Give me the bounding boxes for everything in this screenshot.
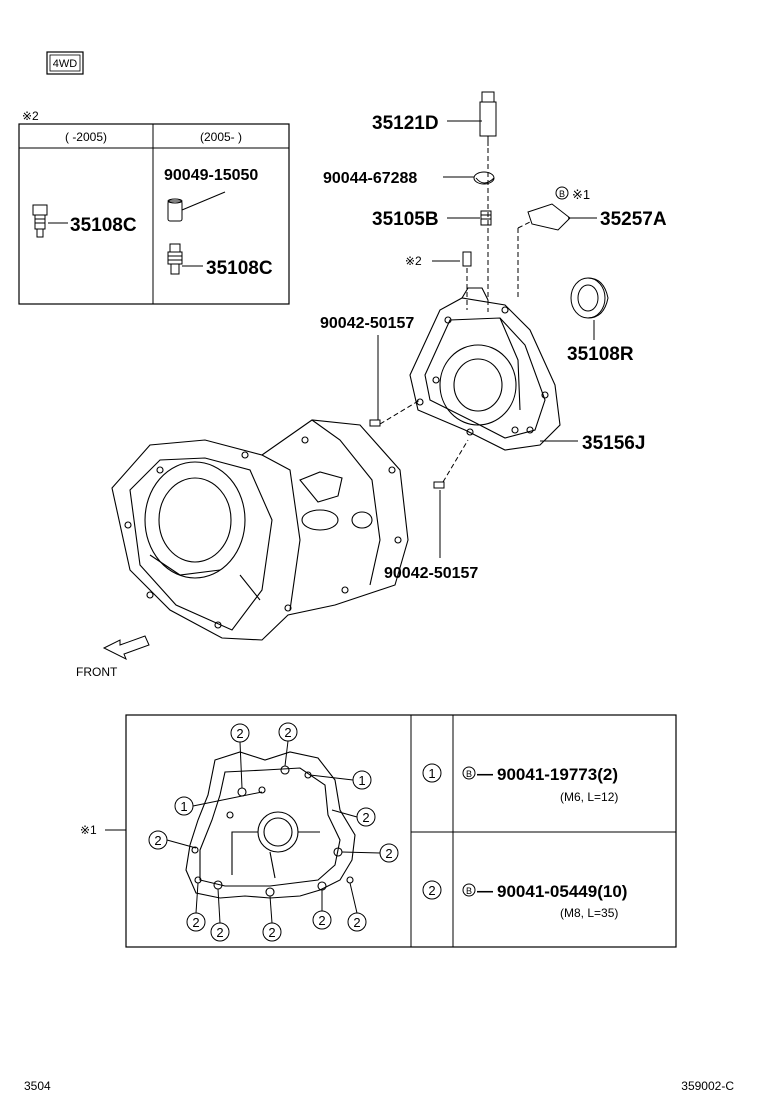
badge-label: 4WD bbox=[53, 58, 78, 70]
inset-col2-part-bottom: 35108C bbox=[206, 258, 273, 279]
callout-g: 2 bbox=[385, 846, 392, 861]
b-circle-icon bbox=[555, 186, 569, 200]
bolt-table-marker: ※1 bbox=[80, 823, 97, 837]
label-90042-bottom: 90042-50157 bbox=[384, 565, 478, 582]
shaft-35121d-icon bbox=[479, 91, 497, 146]
callout-b: 2 bbox=[284, 725, 291, 740]
transmission-housing bbox=[111, 419, 409, 641]
inset-col1-part: 35108C bbox=[70, 215, 137, 236]
callout-h: 2 bbox=[192, 915, 199, 930]
row2-part: 90041-05449(10) bbox=[497, 882, 627, 901]
label-35108r: 35108R bbox=[567, 344, 634, 365]
cover-gasket-outline bbox=[185, 751, 356, 899]
callout-f: 2 bbox=[154, 833, 161, 848]
bolt-table: ※1 1 B — 90041-19773(2) (M6, L=12) 2 B —… bbox=[80, 714, 677, 948]
inset-col2-part-top: 90049-15050 bbox=[164, 167, 258, 184]
row2-circle: 2 bbox=[428, 883, 435, 898]
label-90044-67288: 90044-67288 bbox=[323, 170, 417, 187]
switch-35108c-b-icon bbox=[167, 243, 183, 275]
callout-e: 2 bbox=[362, 810, 369, 825]
label-35257a: 35257A bbox=[600, 209, 667, 230]
row1-spec: (M6, L=12) bbox=[560, 790, 618, 804]
switch-35105b-icon bbox=[480, 210, 492, 226]
inset-col2-header: (2005- ) bbox=[200, 130, 242, 144]
label-35105b: 35105B bbox=[372, 209, 439, 230]
inset-col1-header: ( -2005) bbox=[65, 130, 107, 144]
row1-circle: 1 bbox=[428, 766, 435, 781]
exploded-parts bbox=[369, 91, 609, 489]
inset-marker: ※2 bbox=[22, 109, 39, 123]
callout-d: 1 bbox=[180, 799, 187, 814]
switch-35108c-icon bbox=[32, 204, 48, 238]
callout-k: 2 bbox=[318, 913, 325, 928]
label-35257a-mark: ※1 bbox=[572, 187, 590, 202]
footer-page: 3504 bbox=[24, 1079, 51, 1093]
pin-90042-bottom-icon bbox=[433, 481, 445, 489]
callout-c: 1 bbox=[358, 773, 365, 788]
inset-table: ※2 ( -2005) (2005- ) 35108C 90049-15050 bbox=[18, 109, 290, 305]
label-note-x2: ※2 bbox=[405, 254, 422, 268]
label-90042-top: 90042-50157 bbox=[320, 315, 414, 332]
callout-i: 2 bbox=[216, 925, 223, 940]
row2-dash: — bbox=[477, 883, 493, 900]
front-arrow-icon bbox=[102, 635, 150, 661]
callout-circles bbox=[148, 722, 399, 942]
seal-35108r-icon bbox=[570, 277, 609, 319]
pin-90042-top-icon bbox=[369, 419, 381, 427]
part-labels: 35121D 90044-67288 35105B B ※1 35257A ※2… bbox=[320, 113, 667, 582]
row2-spec: (M8, L=35) bbox=[560, 906, 618, 920]
label-35121d: 35121D bbox=[372, 113, 439, 134]
cap-90049-icon bbox=[167, 198, 183, 222]
callout-l: 2 bbox=[353, 915, 360, 930]
4wd-badge: 4WD bbox=[46, 51, 84, 75]
footer-code: 359002-C bbox=[681, 1079, 734, 1093]
callout-j: 2 bbox=[268, 925, 275, 940]
label-35156j: 35156J bbox=[582, 433, 645, 454]
label-35257a-b: B bbox=[559, 189, 565, 199]
row2-b: B bbox=[466, 886, 472, 896]
callout-a: 2 bbox=[236, 726, 243, 741]
clip-90044-icon bbox=[473, 171, 495, 185]
row1-part: 90041-19773(2) bbox=[497, 765, 618, 784]
switch-note-x2-icon bbox=[462, 251, 472, 267]
row1-b: B bbox=[466, 769, 472, 779]
extension-housing bbox=[409, 287, 561, 451]
cover-35257a-icon bbox=[527, 203, 571, 231]
row1-dash: — bbox=[477, 766, 493, 783]
front-label: FRONT bbox=[76, 665, 118, 679]
